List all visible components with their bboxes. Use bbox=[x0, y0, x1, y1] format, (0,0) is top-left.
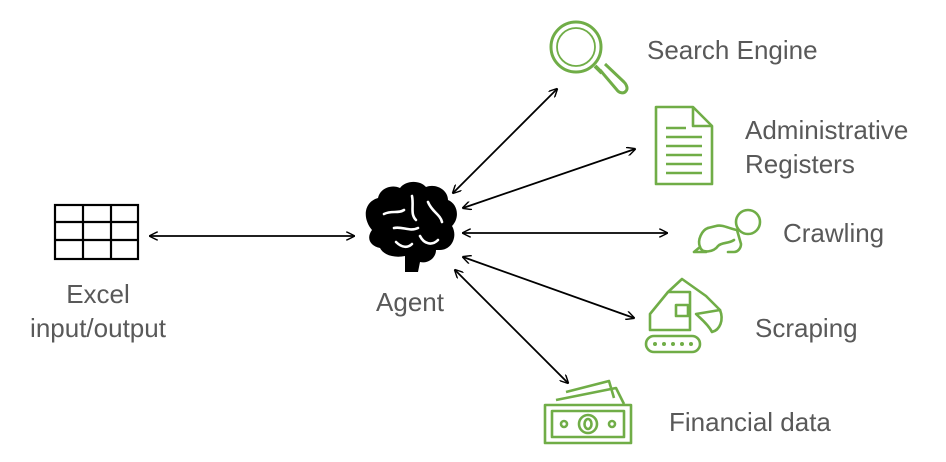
brain-icon bbox=[365, 181, 457, 272]
excel-label-line1: Excel bbox=[66, 279, 130, 309]
document-icon bbox=[654, 105, 714, 186]
agent-label: Agent bbox=[376, 287, 444, 317]
arrow-agent-admin bbox=[463, 149, 635, 208]
search-engine-label: Search Engine bbox=[647, 35, 818, 65]
arrow-agent-financial bbox=[455, 270, 568, 383]
excavator-icon bbox=[644, 277, 723, 354]
arrow-agent-scraping bbox=[463, 257, 634, 318]
magnifier-icon bbox=[549, 20, 629, 95]
admin-label-line1: Administrative bbox=[745, 115, 909, 145]
banknotes-icon bbox=[543, 379, 633, 445]
crawling-label: Crawling bbox=[783, 218, 885, 248]
arrows bbox=[150, 89, 667, 383]
arrow-agent-search bbox=[453, 89, 557, 193]
table-grid-icon bbox=[53, 203, 140, 261]
excel-label-line2: input/output bbox=[30, 313, 166, 343]
excel-label: Excel input/output bbox=[8, 277, 188, 345]
financial-data-label: Financial data bbox=[669, 407, 831, 437]
scraping-label: Scraping bbox=[755, 313, 858, 343]
admin-label-line2: Registers bbox=[745, 149, 855, 179]
crawling-baby-icon bbox=[692, 208, 762, 254]
administrative-registers-label: Administrative Registers bbox=[745, 113, 908, 181]
